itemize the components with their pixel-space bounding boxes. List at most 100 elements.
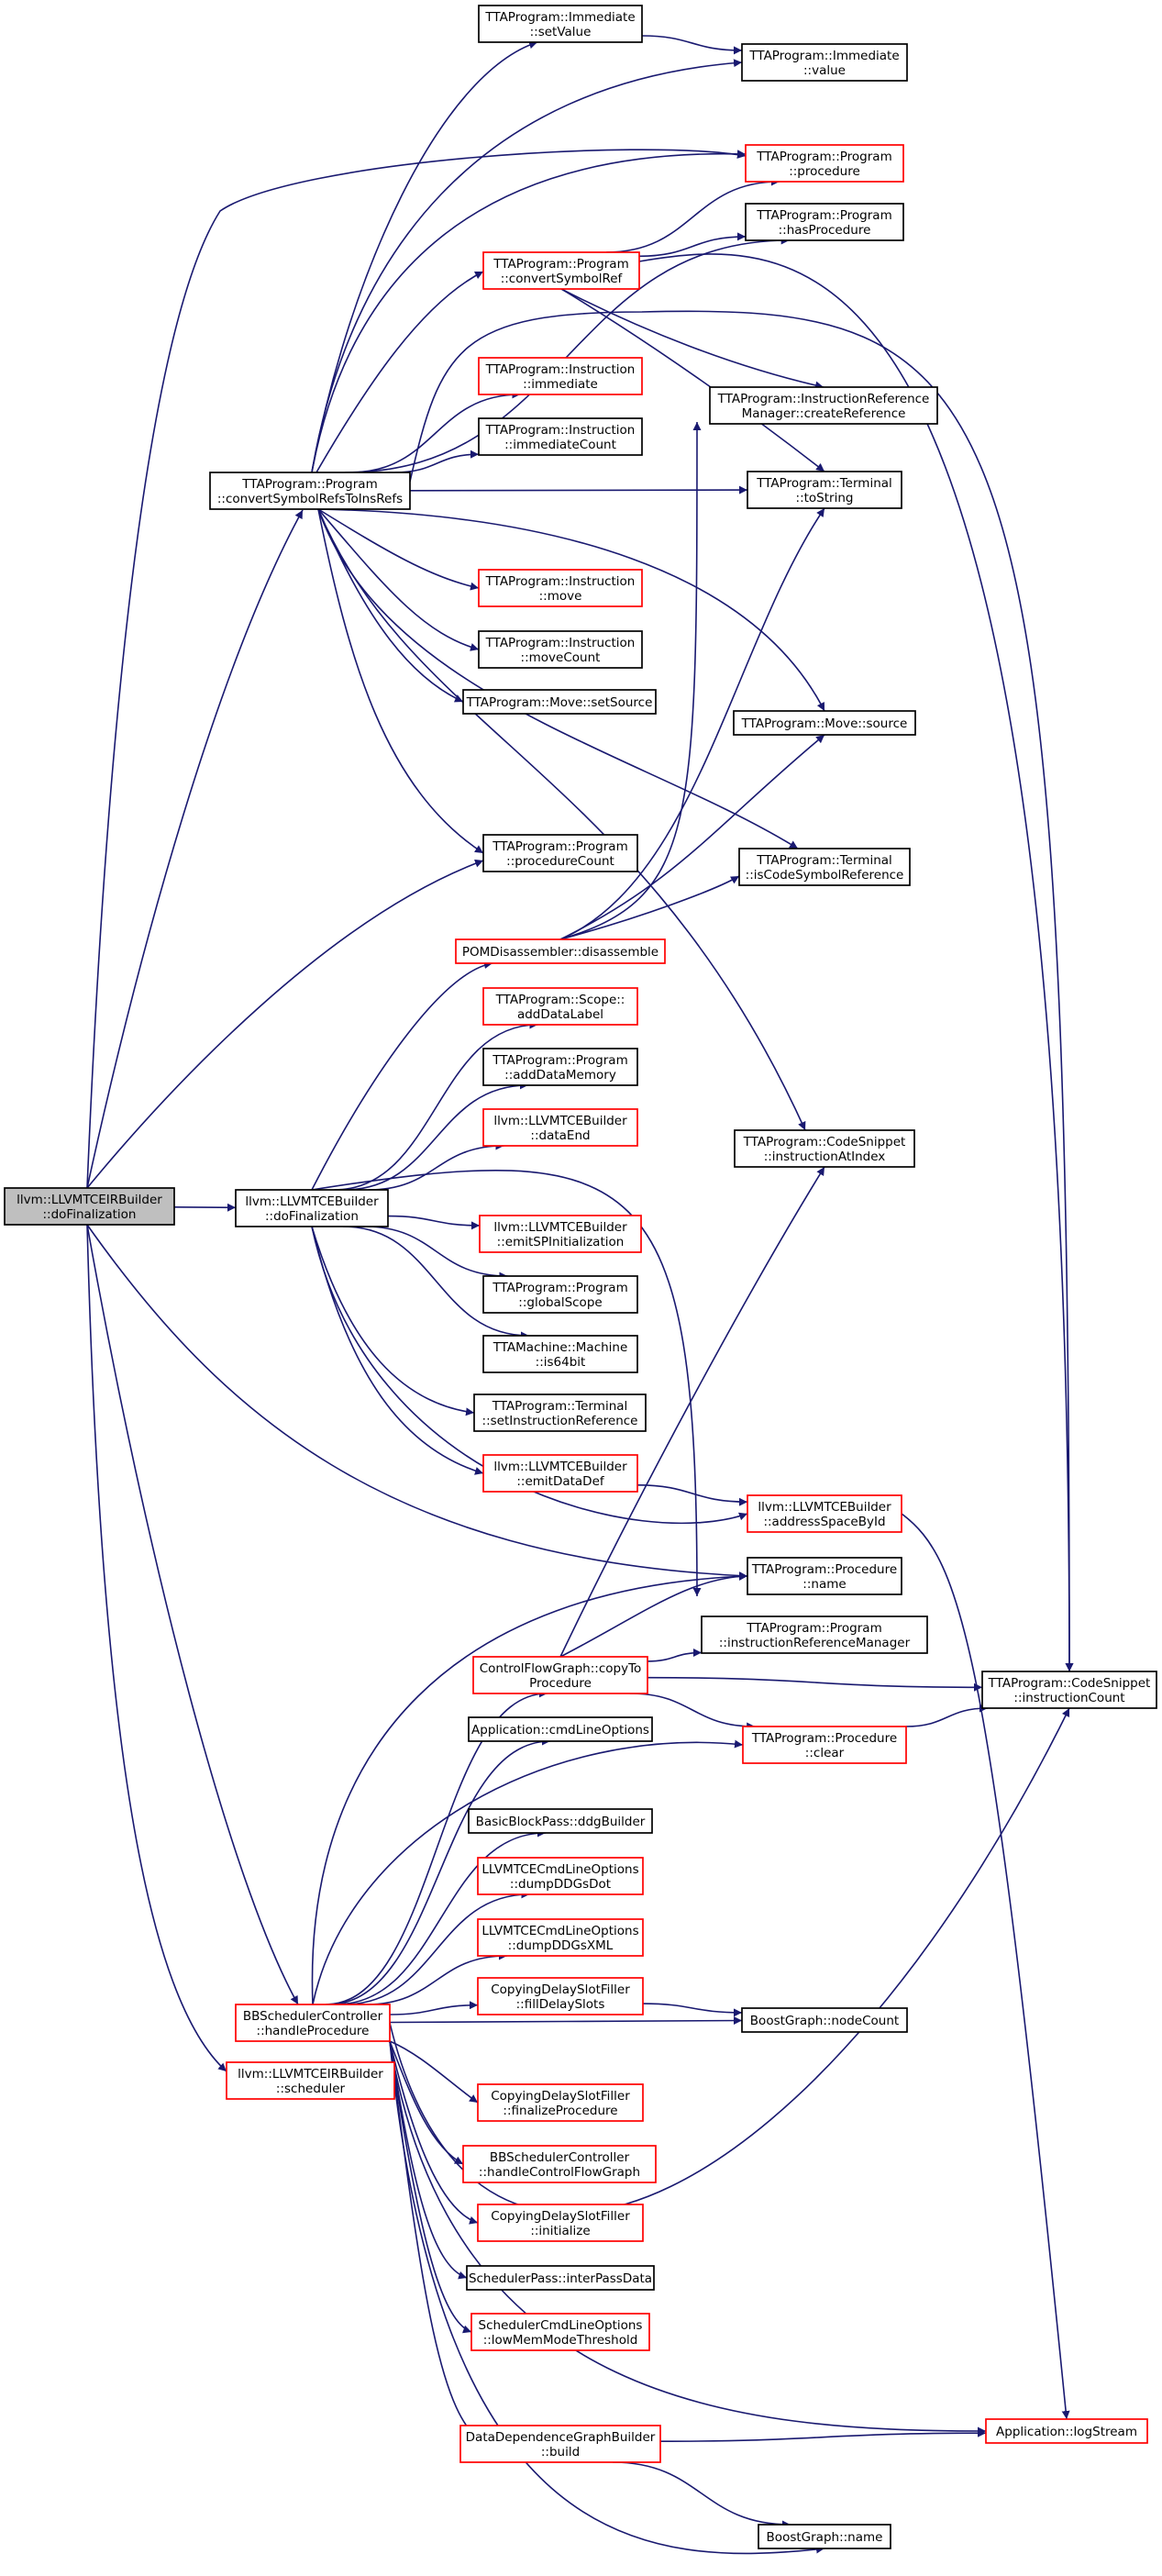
call-edge-line: [559, 734, 825, 940]
graph-node-csInstCnt[interactable]: TTAProgram::CodeSnippet::instructionCoun…: [981, 1671, 1157, 1709]
graph-node-bgName[interactable]: BoostGraph::name: [758, 2524, 891, 2549]
graph-node-progAddData[interactable]: TTAProgram::Program::addDataMemory: [482, 1048, 638, 1086]
call-edge-line: [366, 1951, 507, 2005]
graph-node-appCmd[interactable]: Application::cmdLineOptions: [468, 1716, 653, 1742]
call-edge-convSym-to-termIsCode: [317, 508, 799, 849]
graph-node-progProc[interactable]: TTAProgram::Program::procedure: [745, 144, 904, 183]
node-label-line: TTAProgram::Program: [756, 208, 891, 223]
graph-node-dumpDot[interactable]: LLVMTCECmdLineOptions::dumpDDGsDot: [477, 1857, 644, 1895]
graph-node-procCount[interactable]: TTAProgram::Program::procedureCount: [482, 834, 638, 872]
graph-node-globScope[interactable]: TTAProgram::Program::globalScope: [482, 1275, 638, 1314]
graph-node-finProc[interactable]: CopyingDelaySlotFiller::finalizeProcedur…: [477, 2083, 644, 2122]
graph-node-termIsCode[interactable]: TTAProgram::Terminal::isCodeSymbolRefere…: [738, 848, 911, 886]
graph-node-fillDelay[interactable]: CopyingDelaySlotFiller::fillDelaySlots: [477, 1977, 644, 2015]
graph-node-bbsCFG[interactable]: BBSchedulerController::handleControlFlow…: [462, 2145, 657, 2183]
graph-node-immVal[interactable]: TTAProgram::Immediate::value: [741, 43, 908, 82]
node-label-line: TTAProgram::Program: [492, 1053, 627, 1068]
call-edge-pomDis-to-irmCreate: [559, 421, 702, 940]
call-edge-tceFinal-to-termSetIR: [311, 1226, 475, 1416]
graph-node-dataEnd[interactable]: llvm::LLVMTCEBuilder::dataEnd: [482, 1108, 638, 1147]
graph-node-irmCreate[interactable]: TTAProgram::InstructionReferenceManager:…: [709, 386, 938, 425]
graph-node-csAtIdx[interactable]: TTAProgram::CodeSnippet::instructionAtIn…: [734, 1129, 915, 1168]
graph-node-instMove[interactable]: TTAProgram::Instruction::move: [478, 569, 643, 607]
node-box: [479, 1215, 642, 1253]
call-edge-line: [345, 236, 790, 473]
call-edge-tceFinal-to-emitSP: [387, 1215, 481, 1230]
graph-node-cdsInit[interactable]: CopyingDelaySlotFiller::initialize: [477, 2204, 644, 2242]
graph-node-tceFinal[interactable]: llvm::LLVMTCEBuilder::doFinalization: [235, 1189, 389, 1227]
node-label-line: ::is64bit: [536, 1355, 586, 1370]
call-edge-bbsHandle-to-cfgCopy: [326, 1689, 548, 2005]
node-label-line: TTAProgram::Procedure: [751, 1731, 897, 1746]
node-label-line: TTAProgram::Instruction: [485, 636, 636, 650]
node-box: [482, 1275, 638, 1314]
node-label-line: ::move: [539, 589, 582, 604]
graph-node-procName[interactable]: TTAProgram::Procedure::name: [747, 1557, 902, 1595]
graph-node-dumpXML[interactable]: LLVMTCECmdLineOptions::dumpDDGsXML: [477, 1918, 644, 1957]
node-box: [482, 1048, 638, 1086]
call-edge-line: [173, 1203, 237, 1212]
call-edge-bbsHandle-to-bbsCFG: [389, 2040, 464, 2165]
node-label-line: Manager::createReference: [742, 406, 906, 421]
call-edge-bbsHandle-to-csInstCnt: [389, 1707, 1070, 2214]
call-edge-line: [559, 1571, 748, 1658]
node-label-line: TTAProgram::InstructionReference: [717, 392, 930, 406]
graph-node-instImm[interactable]: TTAProgram::Instruction::immediate: [478, 357, 643, 395]
node-label-line: ::hasProcedure: [779, 223, 871, 238]
call-edge-bbsHandle-to-dumpXML: [366, 1951, 507, 2005]
node-label-line: ::finalizeProcedure: [503, 2104, 617, 2118]
graph-node-pomDis[interactable]: POMDisassembler::disassemble: [455, 938, 666, 964]
call-edge-line: [905, 1704, 989, 1727]
graph-node-scopeAdd[interactable]: TTAProgram::Scope::addDataLabel: [482, 987, 638, 1026]
node-label-line: ::emitDataDef: [516, 1474, 605, 1489]
graph-node-immSet[interactable]: TTAProgram::Immediate::setValue: [478, 5, 643, 43]
graph-node-termSetIR[interactable]: TTAProgram::Terminal::setInstructionRefe…: [473, 1393, 647, 1432]
graph-node-progIRM[interactable]: TTAProgram::Program::instructionReferenc…: [701, 1616, 928, 1654]
node-label-line: SchedulerPass::interPassData: [469, 2271, 652, 2286]
graph-node-bbpDdg[interactable]: BasicBlockPass::ddgBuilder: [468, 1808, 653, 1834]
graph-node-ddgBuild[interactable]: DataDependenceGraphBuilder::build: [459, 2425, 661, 2463]
graph-node-is64[interactable]: TTAMachine::Machine::is64bit: [482, 1335, 638, 1373]
call-edge-line: [349, 390, 521, 473]
graph-node-emitDD[interactable]: llvm::LLVMTCEBuilder::emitDataDef: [482, 1454, 638, 1493]
graph-node-moveSetSrc[interactable]: TTAProgram::Move::setSource: [462, 689, 657, 715]
call-edge-line: [647, 1649, 703, 1662]
graph-node-convSym[interactable]: TTAProgram::Program::convertSymbolRefsTo…: [209, 472, 411, 510]
graph-node-bbsHandle[interactable]: BBSchedulerController::handleProcedure: [235, 2004, 391, 2042]
call-edge-addrSpace-to-appLog: [901, 1513, 1070, 2420]
call-edge-line: [344, 1081, 528, 1191]
call-edge-line: [638, 232, 747, 258]
graph-node-instImmCnt[interactable]: TTAProgram::Instruction::immediateCount: [478, 417, 643, 456]
call-edge-progConv-to-progProc: [606, 177, 780, 253]
graph-node-appLog[interactable]: Application::logStream: [985, 2418, 1148, 2444]
call-edge-line: [389, 2040, 825, 2555]
node-label-line: ::convertSymbolRef: [501, 272, 624, 286]
call-edge-bbsHandle-to-lowMem: [389, 2040, 472, 2334]
call-edge-line: [86, 1224, 748, 1581]
node-label-line: ::scheduler: [276, 2082, 346, 2096]
node-box: [478, 5, 643, 43]
call-edge-bbsHandle-to-procName: [311, 1571, 748, 2005]
graph-node-termToStr[interactable]: TTAProgram::Terminal::toString: [747, 471, 902, 509]
node-label-line: llvm::LLVMTCEBuilder: [493, 1114, 627, 1128]
graph-node-moveSrc[interactable]: TTAProgram::Move::source: [733, 710, 916, 736]
call-edge-progConv-to-progHasProc: [638, 232, 747, 258]
graph-node-schedIPD[interactable]: SchedulerPass::interPassData: [466, 2265, 655, 2291]
graph-node-bgNodeCnt[interactable]: BoostGraph::nodeCount: [741, 2007, 908, 2033]
graph-node-progHasProc[interactable]: TTAProgram::Program::hasProcedure: [745, 203, 904, 241]
graph-node-lowMem[interactable]: SchedulerCmdLineOptions::lowMemModeThres…: [470, 2313, 650, 2351]
graph-node-progConv[interactable]: TTAProgram::Program::convertSymbolRef: [482, 251, 640, 290]
graph-node-instMoveCnt[interactable]: TTAProgram::Instruction::moveCount: [478, 630, 643, 669]
call-edge-fillDelay-to-bgNodeCnt: [642, 2003, 743, 2017]
node-label-line: ::isCodeSymbolReference: [746, 868, 904, 883]
call-edge-cfgCopy-to-progIRM: [647, 1649, 703, 1662]
graph-node-irSched[interactable]: llvm::LLVMTCEIRBuilder::scheduler: [226, 2061, 395, 2100]
graph-node-procClear[interactable]: TTAProgram::Procedure::clear: [742, 1726, 907, 1764]
node-box: [235, 1189, 389, 1227]
call-edge-bbsHandle-to-finProc: [389, 2040, 479, 2104]
graph-node-addrSpace[interactable]: llvm::LLVMTCEBuilder::addressSpaceById: [747, 1494, 902, 1533]
node-label-line: SchedulerCmdLineOptions: [479, 2318, 643, 2333]
graph-node-emitSP[interactable]: llvm::LLVMTCEBuilder::emitSPInitializati…: [479, 1215, 642, 1253]
node-label-line: CopyingDelaySlotFiller: [491, 1982, 630, 1997]
